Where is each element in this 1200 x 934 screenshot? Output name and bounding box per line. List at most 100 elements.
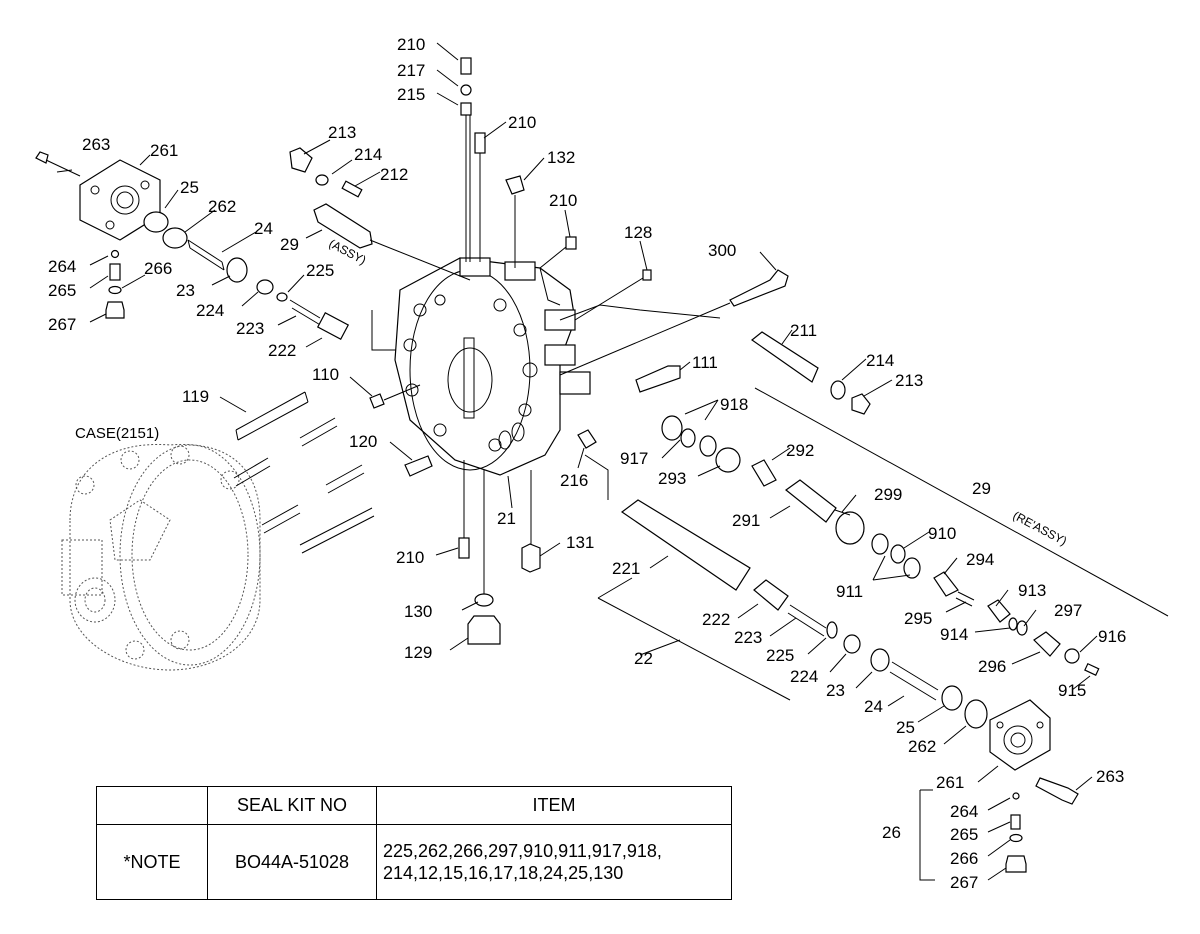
label-26: 26: [882, 823, 901, 842]
items-line-1: 225,262,266,297,910,911,917,918,: [383, 841, 662, 861]
oring-262-left: [162, 227, 188, 249]
plug-210-third: [565, 236, 577, 250]
leader-918: [684, 399, 719, 421]
label-265-right: 265: [950, 825, 978, 844]
callout-labels: 263 261 25 262 24 264 265 266 267 23 224…: [48, 35, 1126, 892]
label-reassy: (RE'ASSY): [1011, 508, 1070, 548]
sleeve-299: [835, 511, 865, 545]
oring-297: [1016, 620, 1028, 636]
plug-213-right: [851, 393, 871, 415]
label-132: 132: [547, 148, 575, 167]
label-213-left: 213: [328, 123, 356, 142]
label-130: 130: [404, 602, 432, 621]
label-262-right: 262: [908, 737, 936, 756]
label-222-left: 222: [268, 341, 296, 360]
plug-132: [505, 175, 525, 195]
label-119: 119: [182, 387, 209, 406]
spring-265-left: [109, 263, 121, 281]
spool-221: [620, 499, 751, 591]
label-212: 212: [380, 165, 408, 184]
pin-216: [577, 429, 597, 449]
label-266-right: 266: [950, 849, 978, 868]
label-300: 300: [708, 241, 736, 260]
label-261-left: 261: [150, 141, 178, 160]
label-29-reassy: 29: [972, 479, 991, 498]
label-210-bottom: 210: [396, 548, 424, 567]
label-131: 131: [566, 533, 594, 552]
ring-25-right: [941, 685, 963, 711]
ring-918-a: [661, 415, 683, 441]
label-267-left: 267: [48, 315, 76, 334]
label-128: 128: [624, 223, 652, 242]
valve-body: [394, 257, 591, 476]
plug-217: [460, 84, 472, 96]
spring-24-right: [889, 661, 939, 701]
ring-23-right: [870, 648, 890, 672]
reassy-bracket-top: [754, 387, 1169, 617]
label-221: 221: [612, 559, 640, 578]
label-914: 914: [940, 625, 968, 644]
label-222-right: 222: [702, 610, 730, 629]
label-916: 916: [1098, 627, 1126, 646]
oring-266-left: [108, 285, 122, 295]
label-case: CASE(2151): [75, 425, 159, 442]
label-292: 292: [786, 441, 814, 460]
plug-294: [933, 571, 959, 597]
bolt-111: [635, 365, 681, 393]
label-129: 129: [404, 643, 432, 662]
label-262-left: 262: [208, 197, 236, 216]
case-outline: [61, 443, 261, 671]
plug-292: [751, 459, 777, 487]
plug-913: [987, 599, 1011, 623]
label-110: 110: [312, 365, 339, 384]
label-22: 22: [634, 649, 653, 668]
label-264-left: 264: [48, 257, 76, 276]
label-120: 120: [349, 432, 377, 451]
plug-210-bottom: [458, 537, 470, 559]
plug-267-right: [1005, 855, 1027, 873]
label-210-top: 210: [397, 35, 425, 54]
kit-number-cell: BO44A-51028: [207, 824, 377, 900]
label-210-second: 210: [508, 113, 536, 132]
oring-130: [474, 593, 494, 607]
label-296: 296: [978, 657, 1006, 676]
spring-223-right: [787, 604, 827, 637]
ball-264-right: [1012, 792, 1020, 800]
plug-224-left: [256, 279, 274, 295]
label-21: 21: [497, 509, 516, 528]
plug-916: [1064, 648, 1080, 664]
label-297: 297: [1054, 601, 1082, 620]
header-blank: [96, 786, 208, 825]
note-cell: *NOTE: [96, 824, 208, 900]
label-216: 216: [560, 471, 588, 490]
label-25-right: 25: [896, 718, 915, 737]
label-263-left: 263: [82, 135, 110, 154]
label-213-right: 213: [895, 371, 923, 390]
ring-911-a: [871, 533, 889, 555]
plug-131: [521, 543, 541, 573]
label-217: 217: [397, 61, 425, 80]
cover-261-right: [989, 699, 1051, 771]
label-224-right: 224: [790, 667, 818, 686]
label-299: 299: [874, 485, 902, 504]
bolt-263-left-head: [35, 151, 49, 164]
spring-24-left: [187, 239, 225, 271]
plug-215: [460, 102, 472, 116]
spring-265-right: [1010, 814, 1021, 830]
label-23-left: 23: [176, 281, 195, 300]
label-24-left: 24: [254, 219, 273, 238]
label-261-right: 261: [936, 773, 964, 792]
bracket-26: [919, 789, 935, 881]
plug-296: [1033, 631, 1061, 657]
oring-262-right: [964, 699, 988, 729]
oring-225-right: [826, 621, 838, 639]
label-223-right: 223: [734, 628, 762, 647]
ring-293: [715, 447, 741, 473]
ball-264-left: [110, 249, 120, 259]
valve-29-assy: [313, 203, 373, 249]
label-225-right: 225: [766, 646, 794, 665]
header-item: ITEM: [376, 786, 732, 825]
label-295: 295: [904, 609, 932, 628]
label-214-right: 214: [866, 351, 894, 370]
